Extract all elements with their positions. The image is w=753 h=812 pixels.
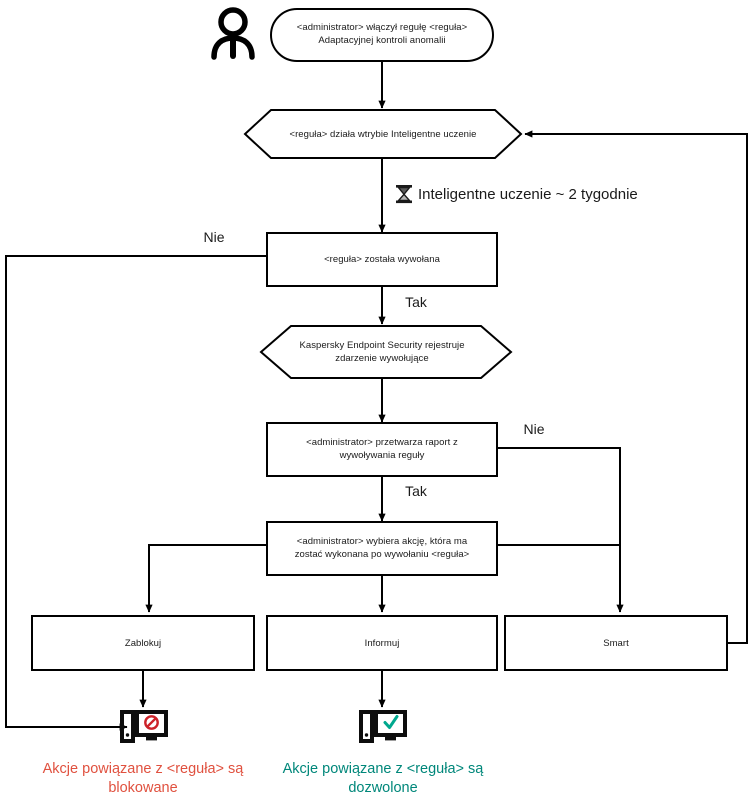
edge-selects-to-block: [145, 544, 267, 613]
node-shape-learning-mode: [243, 109, 523, 159]
node-shape-admin-selects: [266, 521, 498, 576]
hourglass-icon: [396, 185, 412, 204]
edge-smart-feedback: [524, 130, 748, 644]
edge-label-report-no: Nie: [523, 421, 545, 437]
outcome-label-blocked: Akcje powiązane z <reguła> są blokowane: [42, 761, 244, 796]
node-shape-action-inform: [266, 615, 498, 671]
monitor-allowed-icon: [359, 710, 407, 743]
node-shape-kes: [259, 325, 513, 379]
node-shape-admin-report: [266, 422, 498, 477]
node-shape-action-smart: [504, 615, 728, 671]
monitor-blocked-icon: [120, 710, 168, 743]
node-shape-start: [270, 8, 494, 62]
edge-label-triggered-yes: Tak: [405, 294, 427, 310]
edge-triggered-no: [5, 255, 267, 731]
outcome-label-allowed: Akcje powiązane z <reguła> są dozwolone: [282, 761, 484, 796]
edge-label-triggered-no: Nie: [203, 229, 225, 245]
edge-label-report-yes: Tak: [405, 483, 427, 499]
phase-label-smart-learning: Inteligentne uczenie ~ 2 tygodnie: [418, 186, 638, 203]
edge-report-no: [497, 447, 624, 613]
node-shape-rule-triggered: [266, 232, 498, 287]
node-shape-action-block: [31, 615, 255, 671]
person-icon: [211, 7, 255, 60]
